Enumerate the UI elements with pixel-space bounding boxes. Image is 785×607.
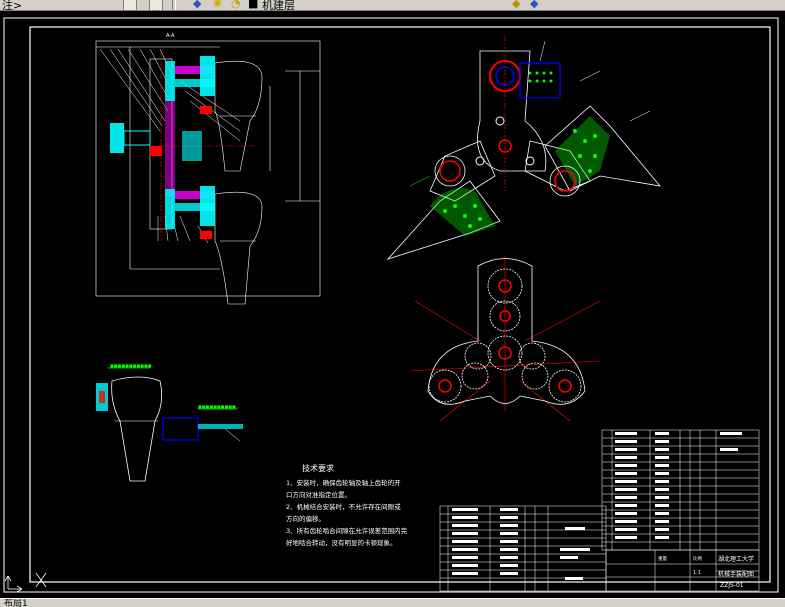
finger-detail-note-2: ■■■■■■■■■■ [198,404,236,409]
ucs-icon [4,572,47,593]
tech-line-6: 好地啮合转动，没有明显的卡顿现象。 [286,538,397,547]
tech-line-2: 口方向对准指定位置。 [286,490,351,499]
title-block-drawing-no: ZZJS-01 [720,582,744,589]
toolbar-text: 注> [2,0,23,11]
title-block-drawing-name: 机械手装配图 [718,570,754,578]
previous-layer-icon[interactable]: ◆ [530,0,539,10]
section-hardware [110,56,215,239]
toolbar-separator [172,0,176,10]
drawing-svg: A-A [3,17,779,593]
layout-tab[interactable]: 布局1 [4,599,28,607]
title-block-scale-label: 比例 [693,555,702,562]
title-block [605,549,760,592]
finger-detail-view: ■■■■■■■■■■■ ■■■■■■■■■■ [96,363,243,482]
gripper-view [386,36,661,260]
cad-toolbar: 注> ◆ ✺ ◔ ■ 机建层 ◆ ◆ [0,0,785,11]
title-block-scale: 1:1 [693,570,701,576]
current-layer-name[interactable]: 机建层 [262,0,295,11]
lightbulb-icon[interactable]: ✺ [213,0,223,10]
color-swatch-icon[interactable]: ■ [248,0,259,10]
technical-requirements: 技术要求 1、安装时，确保齿轮轴及轴上齿轮的开 口方向对准指定位置。 2、机械结… [286,463,408,547]
layer-manager-icon[interactable] [123,0,137,10]
sun-icon[interactable]: ◆ [193,0,202,10]
bom-bottom-cells [452,508,590,580]
section-callout-label: A-A [166,33,175,39]
layer-state-icon[interactable] [149,0,163,10]
tech-line-4: 方向的偏移。 [286,514,325,523]
match-layer-icon[interactable]: ◆ [512,0,521,10]
tech-line-3: 2、机械结合安装时，不允许存在间隙或 [286,502,401,511]
tech-requirements-title: 技术要求 [302,463,334,473]
title-block-weight-label: 重量 [658,555,667,562]
tech-line-5: 3、所有齿轮啮合间隙在允许误差范围内完 [286,526,408,535]
layout-tab-bar: 布局1 [0,598,785,607]
drawing-canvas[interactable]: A-A [0,11,785,598]
bom-right-cells [615,432,742,539]
tech-line-1: 1、安装时，确保齿轮轴及轴上齿轮的开 [286,478,401,487]
gear-train-view [409,256,601,422]
finger-detail-note: ■■■■■■■■■■■ [110,363,152,368]
title-block-school: 湖北理工大学 [718,555,754,563]
bom-table-right [601,429,760,551]
sheet-outer-border [3,17,779,593]
lock-icon[interactable]: ◔ [231,0,241,10]
sheet-inner-border [29,26,771,583]
bom-table-bottom [439,505,607,592]
